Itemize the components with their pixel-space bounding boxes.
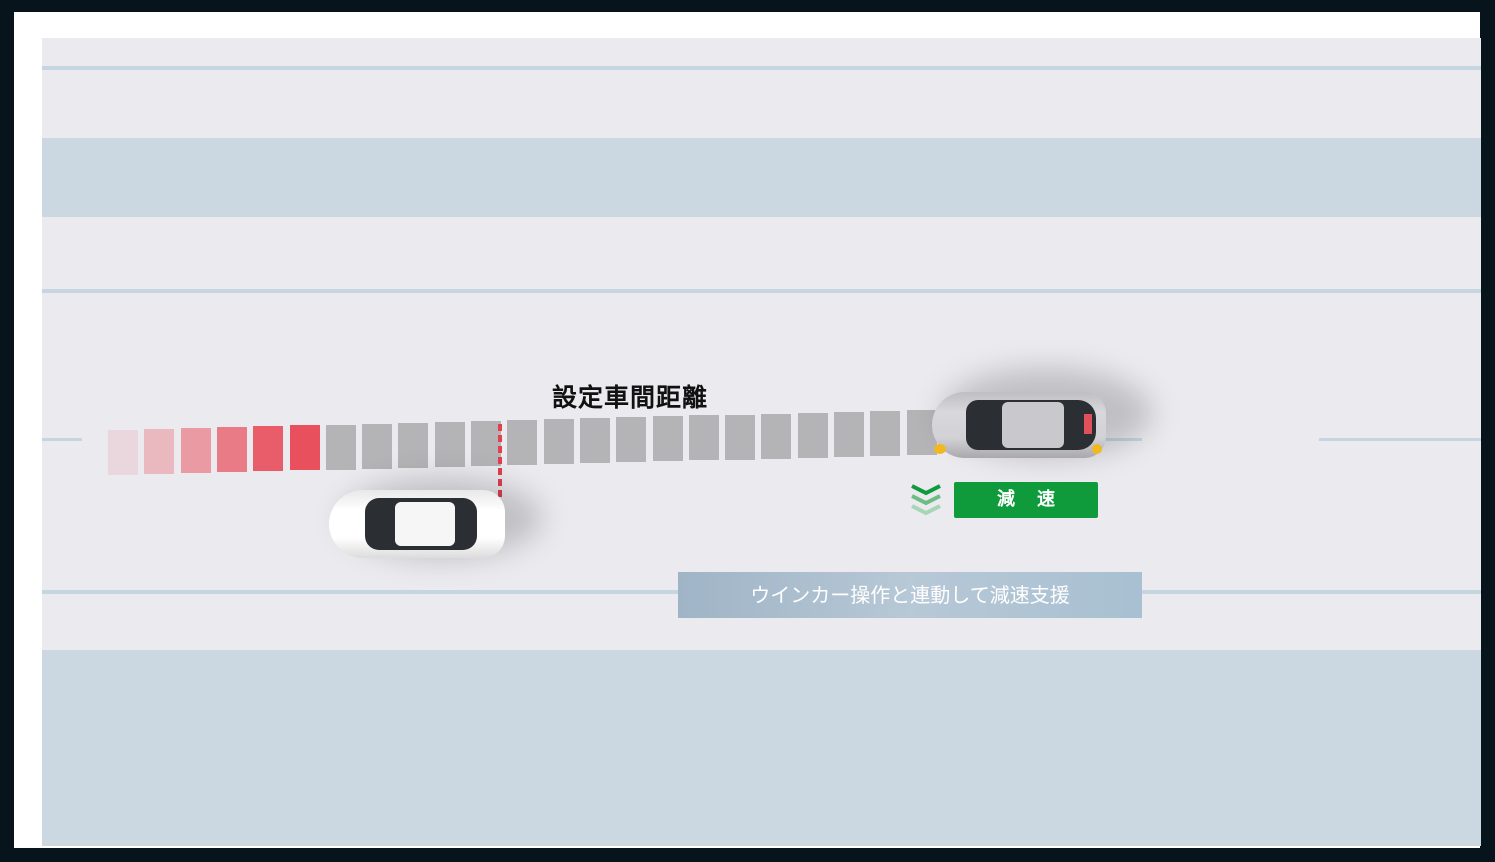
car-roof	[395, 502, 455, 546]
turn-signal	[934, 444, 946, 454]
turn-signal	[1092, 444, 1102, 454]
image-frame: 設定車間距離 減速 ウインカー操作と連動して減速支援	[14, 12, 1481, 848]
distance-block-gray	[797, 412, 828, 458]
own-car	[329, 490, 505, 558]
deceleration-badge: 減速	[954, 482, 1098, 518]
distance-block-gray	[398, 422, 429, 468]
distance-block-gray	[507, 420, 538, 465]
lane-line	[42, 289, 1481, 293]
chevron-down-icon	[911, 484, 941, 496]
brake-light	[1084, 414, 1092, 434]
chevron-down-icon	[911, 504, 941, 516]
distance-block-red	[289, 425, 320, 471]
distance-block-gray	[362, 423, 393, 469]
distance-block-gray	[652, 416, 683, 462]
road-shoulder	[42, 138, 1481, 217]
chevron-down-icon	[911, 494, 941, 506]
distance-block-gray	[543, 419, 574, 465]
set-distance-label: 設定車間距離	[552, 383, 709, 412]
distance-block-gray	[834, 411, 864, 457]
distance-block-gray	[325, 424, 356, 470]
distance-block-gray	[579, 418, 610, 464]
lane-line	[42, 66, 1481, 70]
distance-block-red	[144, 429, 175, 475]
distance-block-gray	[688, 415, 719, 461]
caption-banner: ウインカー操作と連動して減速支援	[678, 572, 1142, 618]
lane-dash	[1102, 438, 1142, 441]
lane-dash	[42, 438, 82, 441]
lane-dash	[1319, 438, 1481, 441]
distance-block-red	[253, 426, 284, 472]
distance-marker-line	[498, 424, 502, 500]
distance-block-gray	[471, 420, 501, 466]
distance-block-gray	[434, 421, 465, 467]
distance-block-gray	[616, 417, 647, 463]
road-shoulder	[42, 650, 1481, 846]
distance-block-red	[180, 428, 211, 474]
road-diagram: 設定車間距離 減速 ウインカー操作と連動して減速支援	[42, 38, 1481, 846]
distance-block-red	[108, 430, 138, 475]
distance-block-gray	[761, 413, 792, 459]
car-roof	[1002, 402, 1064, 448]
distance-block-gray	[906, 410, 937, 455]
distance-block-red	[216, 427, 247, 473]
distance-block-gray	[870, 410, 901, 456]
distance-block-gray	[725, 414, 756, 460]
lead-car	[932, 392, 1106, 458]
